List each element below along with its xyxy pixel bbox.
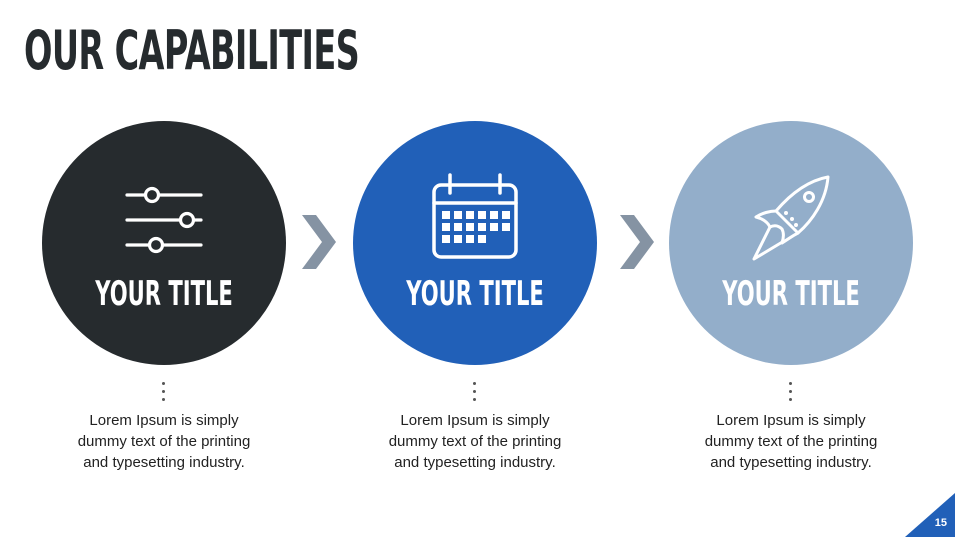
chevron-right-icon [620, 215, 654, 269]
calendar-icon [432, 173, 518, 259]
step-description-3: Lorem Ipsum is simply dummy text of the … [704, 412, 878, 471]
dotted-connector-3 [789, 382, 793, 404]
step-description-1: Lorem Ipsum is simply dummy text of the … [77, 412, 251, 471]
dotted-connector-1 [162, 382, 166, 404]
chevron-right-icon [302, 215, 336, 269]
step-title-3: YOUR TITLE [722, 274, 860, 314]
step-title-2: YOUR TITLE [406, 274, 544, 314]
dotted-connector-2 [473, 382, 477, 404]
page-title: OUR CAPABILITIES [24, 19, 360, 82]
sliders-icon [125, 186, 203, 254]
page-number: 15 [934, 517, 947, 529]
page-corner-triangle [905, 493, 955, 537]
step-title-1: YOUR TITLE [95, 274, 233, 314]
step-circle-3: YOUR TITLE [669, 121, 913, 365]
step-description-2: Lorem Ipsum is simply dummy text of the … [388, 412, 562, 471]
rocket-icon [752, 175, 830, 261]
step-circle-1: YOUR TITLE [42, 121, 286, 365]
step-circle-2: YOUR TITLE [353, 121, 597, 365]
